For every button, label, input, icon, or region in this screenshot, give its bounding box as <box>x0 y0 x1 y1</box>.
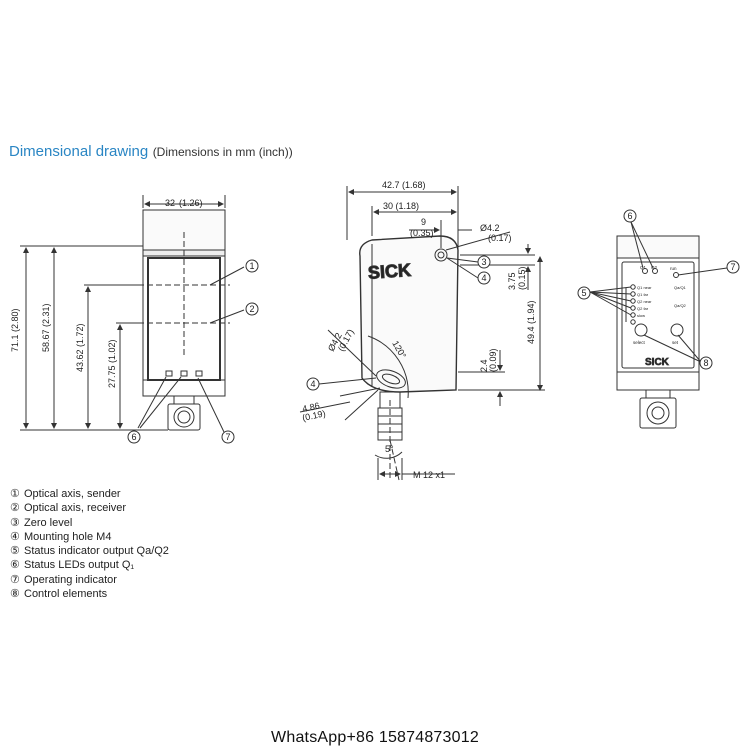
dim-375: 3.75 <box>507 272 517 290</box>
back-led-qa1: Qa/Q1 <box>674 285 687 290</box>
back-led-label-0: Q1 near <box>637 285 652 290</box>
callout-1: 1 <box>249 261 254 271</box>
page-title: Dimensional drawing (Dimensions in mm (i… <box>9 143 293 161</box>
back-led-run: run <box>670 266 677 271</box>
back-btn-select: select <box>633 340 646 345</box>
dim-494: 49.4 (1.94) <box>526 300 536 344</box>
dim-375-inch: (0.15) <box>517 266 527 290</box>
front-view <box>20 195 245 433</box>
dim-24: 2.4 <box>479 359 489 372</box>
back-led-label-4: slow <box>637 313 645 318</box>
back-btn-set: set <box>672 340 679 345</box>
dim-side-9-inch: (0.35) <box>410 228 434 238</box>
dim-486-inch: (0.19) <box>301 408 326 423</box>
dim-side-30: 30 (1.18) <box>383 201 419 211</box>
dim-thread: M 12 x1 <box>413 470 445 480</box>
dim-side-9: 9 <box>421 217 426 227</box>
dim-angle-5: 5° <box>385 444 394 454</box>
callout-6-back: 6 <box>627 211 632 221</box>
callout-5: 5 <box>581 288 586 298</box>
title-sub: (Dimensions in mm (inch)) <box>152 145 293 159</box>
back-led-label-2: Q2 near <box>637 299 652 304</box>
dim-hole-top: Ø4.2 <box>480 223 500 233</box>
dim-height-58: 58.67 (2.31) <box>41 303 51 352</box>
dim-24-inch: (0.09) <box>488 348 498 372</box>
dim-height-43: 43.62 (1.72) <box>75 323 85 372</box>
back-led-qa2: Qa/Q2 <box>674 303 687 308</box>
callout-2: 2 <box>249 304 254 314</box>
back-brand-logo: SICK <box>645 357 670 368</box>
dim-height-27: 27.75 (1.02) <box>107 339 117 388</box>
callout-8: 8 <box>703 358 708 368</box>
callout-7: 7 <box>225 432 230 442</box>
dim-hole-top-inch: (0.17) <box>488 233 512 243</box>
callout-4-bottom: 4 <box>310 379 315 389</box>
footer-contact: WhatsApp+86 15874873012 <box>271 729 479 746</box>
callout-6: 6 <box>131 432 136 442</box>
back-callouts <box>577 209 740 370</box>
front-callouts <box>127 259 259 444</box>
title-main: Dimensional drawing <box>9 143 149 160</box>
back-led-label-1: Q1 far <box>637 292 649 297</box>
back-view <box>589 221 728 429</box>
back-led-label-3: Q2 far <box>637 306 649 311</box>
callout-4-top: 4 <box>481 273 486 283</box>
back-led-q2: Q2 <box>651 265 658 270</box>
back-led-q1: Q1 <box>640 265 647 270</box>
dim-side-width: 42.7 (1.68) <box>382 180 426 190</box>
side-view <box>299 186 545 481</box>
side-callouts <box>306 255 491 391</box>
callout-3: 3 <box>481 257 486 267</box>
callout-7-back: 7 <box>730 262 735 272</box>
side-brand-logo: SICK <box>367 260 411 283</box>
dim-width-front: 32 <box>165 198 175 208</box>
dim-width-front-inch: (1.26) <box>179 198 203 208</box>
dim-total-height: 71.1 (2.80) <box>10 308 20 352</box>
dim-486: 4.86 <box>301 401 320 414</box>
